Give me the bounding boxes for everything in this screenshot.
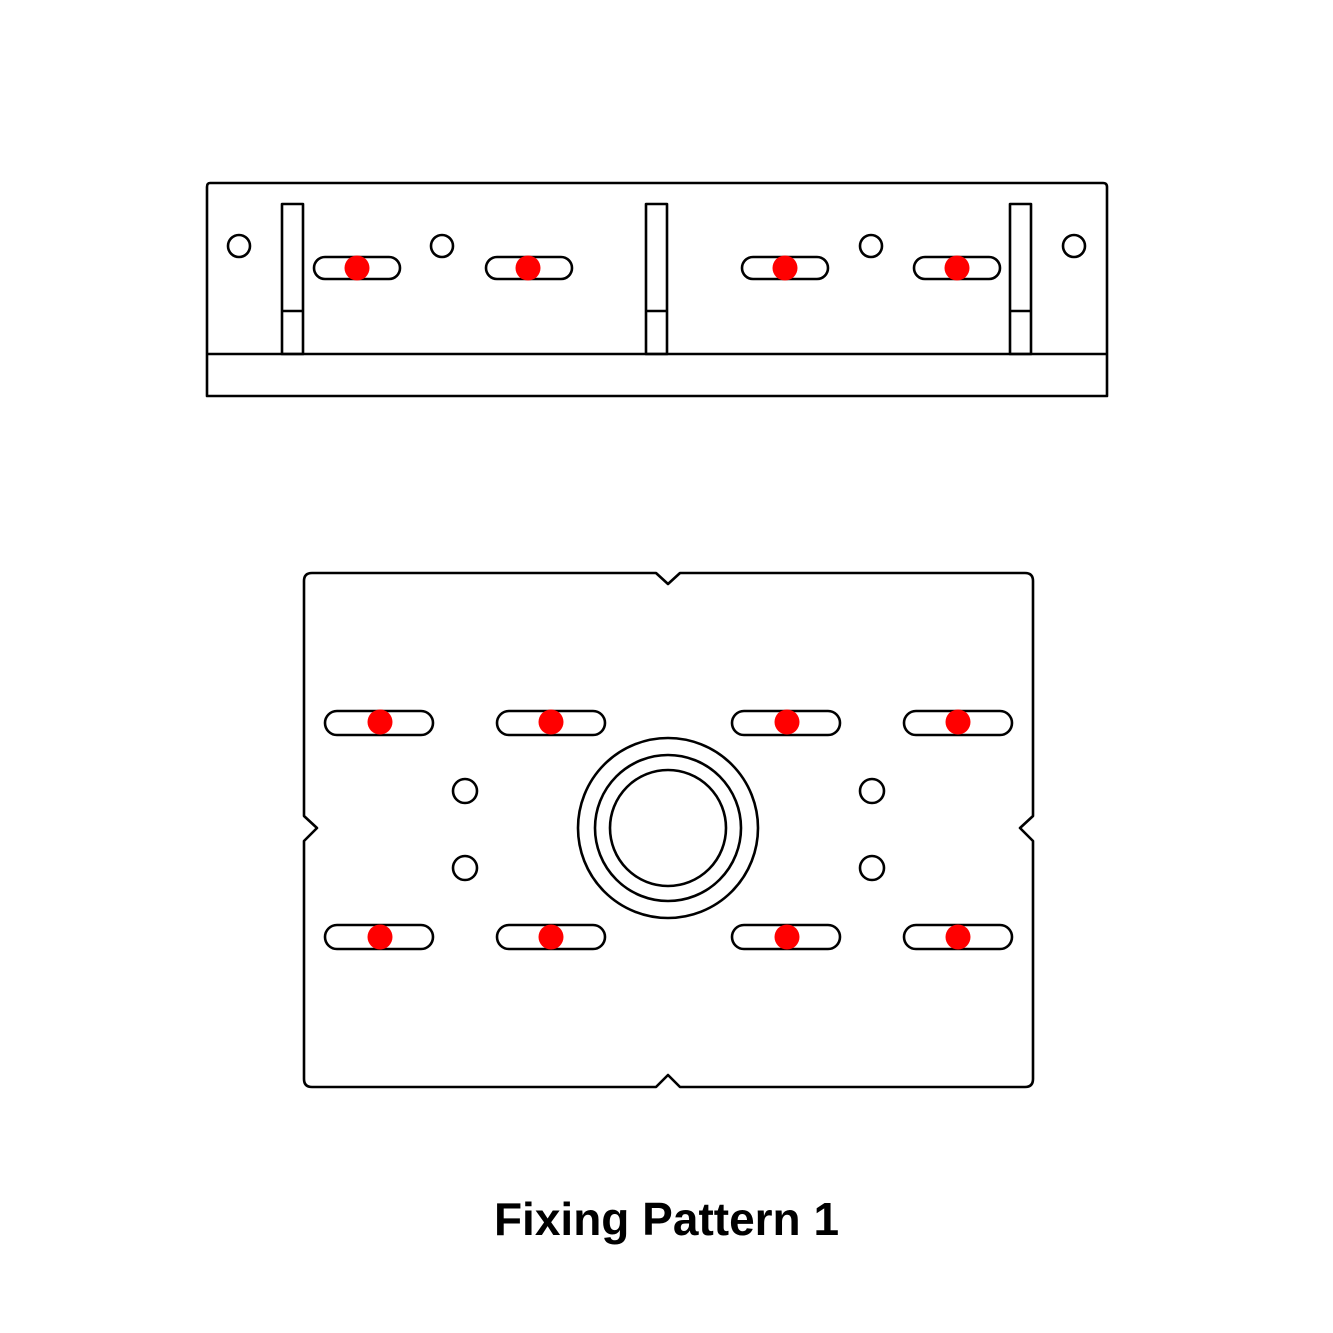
plan-fixing-point — [945, 924, 971, 950]
plan-round-hole — [858, 777, 886, 805]
boss-middle-ring — [593, 753, 743, 903]
side-round-hole — [226, 233, 252, 259]
side-fixing-point — [944, 255, 970, 281]
plan-fixing-point — [538, 709, 564, 735]
plan-fixing-point — [774, 924, 800, 950]
side-round-hole — [429, 233, 455, 259]
diagram-title: Fixing Pattern 1 — [493, 1193, 840, 1245]
plan-fixing-point — [367, 709, 393, 735]
plan-round-hole — [858, 854, 886, 882]
plan-view — [302, 571, 1035, 1089]
plan-fixing-point — [945, 709, 971, 735]
side-fixing-point — [344, 255, 370, 281]
upright-center — [644, 202, 669, 356]
side-round-hole — [1061, 233, 1087, 259]
side-fixing-point — [515, 255, 541, 281]
boss-outer-ring — [576, 736, 760, 920]
boss-inner-ring — [608, 768, 728, 888]
plan-round-hole — [451, 777, 479, 805]
plan-fixing-point — [774, 709, 800, 735]
side-fixing-point — [772, 255, 798, 281]
side-round-hole — [858, 233, 884, 259]
side-view-outline — [205, 181, 1109, 398]
plan-round-hole — [451, 854, 479, 882]
upright-right — [1008, 202, 1033, 356]
side-view — [205, 181, 1109, 398]
upright-left — [280, 202, 305, 356]
plan-fixing-point — [367, 924, 393, 950]
plan-view-outline — [302, 571, 1035, 1089]
plan-fixing-point — [538, 924, 564, 950]
